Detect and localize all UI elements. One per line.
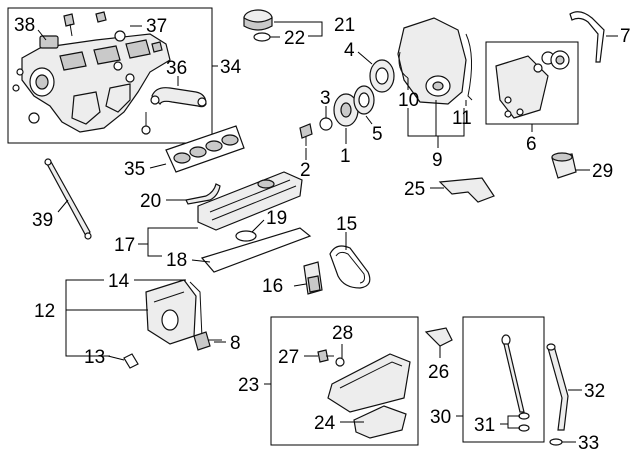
spark-plug-seal-part	[235, 230, 257, 242]
callout-4: 4	[344, 40, 355, 61]
callout-23: 23	[238, 375, 259, 396]
callout-36: 36	[166, 58, 187, 79]
tensioner-part	[303, 261, 323, 295]
callout-8: 8	[230, 333, 241, 354]
callout-31: 31	[474, 415, 495, 436]
callout-20: 20	[140, 191, 161, 212]
front-cover-part	[145, 279, 197, 345]
timing-seal-4-part	[369, 59, 395, 93]
callout-7: 7	[620, 26, 631, 47]
drain-bolt-27-part	[317, 349, 334, 363]
callout-35: 35	[124, 159, 145, 180]
callout-28: 28	[332, 323, 353, 344]
bracket-part	[424, 327, 453, 347]
callout-labels: 38 37 34 36 35 39 21 22 3 2 1 5 4 10 9 1…	[14, 15, 631, 454]
oil-filter-part	[551, 152, 577, 179]
valve-cover-part	[197, 171, 303, 231]
intake-manifold-part	[21, 33, 171, 135]
timing-cover-part	[397, 17, 467, 105]
callout-38: 38	[14, 15, 35, 36]
part-7	[569, 11, 605, 63]
callout-3: 3	[320, 88, 331, 109]
callout-18: 18	[166, 250, 187, 271]
callout-27: 27	[278, 347, 299, 368]
callout-6: 6	[526, 134, 537, 155]
callout-2: 2	[300, 160, 311, 181]
timing-gasket-11-part	[465, 33, 473, 101]
callout-24: 24	[314, 413, 336, 434]
camshaft-sprocket-part	[333, 93, 359, 127]
callout-21: 21	[334, 15, 355, 36]
callout-9: 9	[432, 150, 443, 171]
callout-15: 15	[336, 214, 357, 235]
callout-37: 37	[146, 16, 167, 37]
callout-5: 5	[372, 124, 383, 145]
dipstick-seals-part	[518, 412, 530, 432]
callout-25: 25	[404, 179, 425, 200]
camshaft-seal-part	[353, 85, 375, 115]
oil-filler-cap-part	[243, 9, 273, 31]
timing-gasket-10-part	[398, 51, 409, 79]
callout-29: 29	[592, 161, 613, 182]
timing-belt-part	[329, 245, 371, 289]
intake-manifold-group-box	[7, 7, 213, 144]
breather-hose-part	[185, 183, 221, 205]
callout-13: 13	[84, 347, 105, 368]
dipstick-tube-part	[546, 343, 569, 431]
leader-lines	[37, 21, 618, 443]
dipstick-part	[501, 334, 525, 413]
tube-ring-part	[549, 438, 563, 446]
seal-13-part	[123, 353, 139, 369]
camshaft-bolt-part	[299, 123, 313, 146]
callout-39: 39	[32, 210, 53, 231]
washer-3-part	[319, 117, 333, 131]
callout-16: 16	[262, 276, 283, 297]
callout-14: 14	[108, 271, 130, 292]
oil-pump-part	[495, 50, 570, 119]
callout-10: 10	[398, 90, 419, 111]
dipstick-group-box	[462, 316, 545, 443]
callout-33: 33	[578, 433, 599, 454]
front-cover-gasket-part	[189, 281, 203, 339]
callout-32: 32	[584, 381, 605, 402]
baffle-part	[438, 177, 495, 203]
callout-19: 19	[266, 208, 287, 229]
intake-manifold-gasket-part	[165, 125, 245, 173]
callout-12: 12	[34, 301, 55, 322]
callout-11: 11	[452, 108, 472, 129]
callout-17: 17	[114, 235, 135, 256]
manifold-small-bolts	[12, 11, 163, 92]
bolt-8-part	[193, 331, 222, 351]
oil-pan-group-box	[270, 316, 419, 446]
callout-1: 1	[340, 146, 351, 167]
callout-30: 30	[430, 407, 451, 428]
valve-cover-gasket-part	[200, 227, 312, 273]
oil-pan-upper-part	[327, 353, 411, 413]
oil-pan-lower-part	[353, 405, 407, 439]
callout-34: 34	[220, 57, 242, 78]
tube-39-part	[44, 158, 92, 240]
washer-28-part	[335, 357, 345, 367]
filler-cap-seal-part	[253, 32, 271, 42]
pcv-hose-part	[150, 87, 207, 108]
callout-26: 26	[428, 362, 449, 383]
callout-22: 22	[284, 28, 305, 49]
